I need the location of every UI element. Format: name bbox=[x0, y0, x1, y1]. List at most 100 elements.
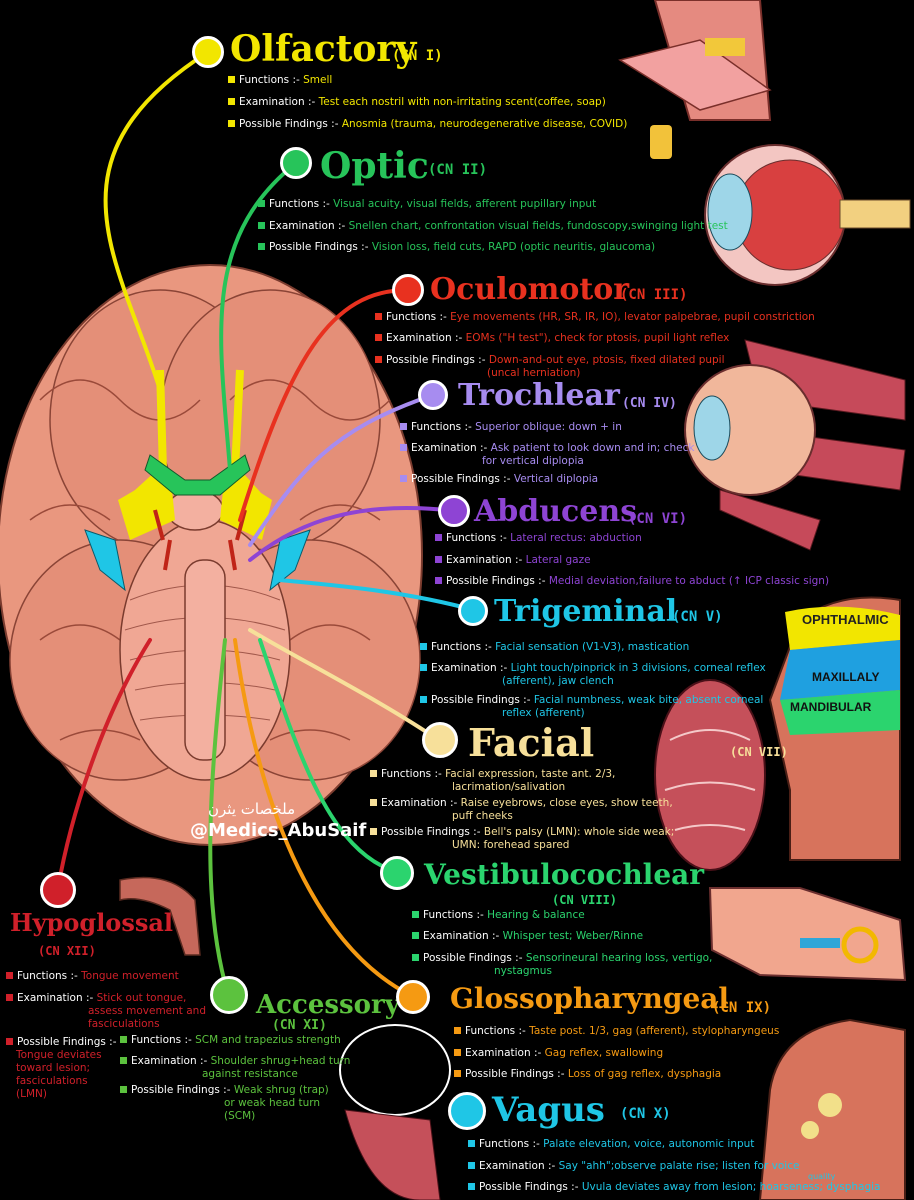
examination-label: Examination :- bbox=[411, 442, 488, 454]
functions-label: Functions :- bbox=[446, 532, 507, 544]
abducens-title: Abducens bbox=[474, 494, 638, 529]
examination-label: Examination :- bbox=[446, 554, 523, 566]
trochlear-dot-icon bbox=[418, 380, 448, 410]
optic-examination-row: Examination :- Snellen chart, confrontat… bbox=[258, 220, 728, 233]
bullet-square-icon bbox=[454, 1049, 461, 1056]
bullet-square-icon bbox=[420, 664, 427, 671]
functions-label: Functions :- bbox=[17, 970, 78, 982]
facial-title: Facial bbox=[468, 720, 595, 765]
bullet-square-icon bbox=[120, 1086, 127, 1093]
optic-findings-row: Possible Findings :- Vision loss, field … bbox=[258, 241, 655, 254]
bullet-square-icon bbox=[120, 1057, 127, 1064]
glossopharyngeal-dot-icon bbox=[396, 980, 430, 1014]
brain-base-illustration bbox=[0, 264, 423, 846]
functions-label: Functions :- bbox=[411, 421, 472, 433]
bullet-square-icon bbox=[454, 1027, 461, 1034]
bullet-square-icon bbox=[435, 556, 442, 563]
bullet-square-icon bbox=[6, 1038, 13, 1045]
bullet-square-icon bbox=[370, 799, 377, 806]
vestibulocochlear-findings-row: Possible Findings :- Sensorineural heari… bbox=[412, 952, 712, 978]
vagus-examination-row: Examination :- Say "ahh";observe palate … bbox=[468, 1160, 835, 1181]
oculomotor-functions-row: Functions :- Eye movements (HR, SR, IR, … bbox=[375, 311, 815, 324]
findings-label: Possible Findings :- bbox=[411, 473, 511, 485]
findings2-value: UMN: forehead spared bbox=[452, 839, 570, 851]
bullet-square-icon bbox=[412, 932, 419, 939]
examination-label: Examination :- bbox=[479, 1160, 556, 1172]
examination-value: EOMs ("H test"), check for ptosis, pupil… bbox=[465, 332, 730, 344]
bullet-square-icon bbox=[6, 972, 13, 979]
head-throat-illustration bbox=[758, 1018, 906, 1200]
glossopharyngeal-title: Glossopharyngeal bbox=[450, 982, 730, 1015]
bullet-square-icon bbox=[120, 1036, 127, 1043]
olfactory-cn-number: (CN I) bbox=[392, 48, 443, 64]
findings-value: Anosmia (trauma, neurodegenerative disea… bbox=[341, 118, 628, 130]
examination-label: Examination :- bbox=[17, 992, 94, 1004]
trigeminal-cn-number: (CN V) bbox=[672, 609, 723, 625]
facial-findings-row: Possible Findings :- Bell's palsy (LMN):… bbox=[370, 826, 674, 852]
skull-neck-illustration bbox=[339, 1024, 451, 1200]
hypoglossal-dot-icon bbox=[40, 872, 76, 908]
findings-line: (SCM) bbox=[224, 1110, 256, 1122]
abducens-dot-icon bbox=[438, 495, 470, 527]
functions-value: Lateral rectus: abduction bbox=[510, 532, 642, 544]
hypoglossal-title: Hypoglossal bbox=[10, 908, 174, 937]
bullet-square-icon bbox=[258, 243, 265, 250]
functions-value: Superior oblique: down + in bbox=[475, 421, 622, 433]
bullet-square-icon bbox=[400, 444, 407, 451]
optic-title: Optic bbox=[320, 145, 429, 187]
functions-label: Functions :- bbox=[269, 198, 330, 210]
functions-value: Taste post. 1/3, gag (afferent), styloph… bbox=[529, 1025, 780, 1037]
examination-value: Stick out tongue, bbox=[96, 992, 187, 1004]
findings-label: Possible Findings :- bbox=[479, 1181, 579, 1193]
oculomotor-dot-icon bbox=[392, 274, 424, 306]
abducens-examination-row: Examination :- Lateral gaze bbox=[435, 554, 591, 567]
examination-value: Snellen chart, confrontation visual fiel… bbox=[348, 220, 728, 232]
trochlear-title: Trochlear bbox=[458, 378, 620, 413]
bullet-square-icon bbox=[420, 643, 427, 650]
glossopharyngeal-examination-row: Examination :- Gag reflex, swallowing bbox=[454, 1047, 663, 1060]
watermark-arabic: ملخصات يثرن bbox=[208, 800, 296, 818]
bullet-square-icon bbox=[228, 98, 235, 105]
findings-line: or weak head turn bbox=[224, 1097, 321, 1109]
functions-label: Functions :- bbox=[465, 1025, 526, 1037]
examination-value: Test each nostril with non-irritating sc… bbox=[318, 96, 606, 108]
examination-value: Whisper test; Weber/Rinne bbox=[502, 930, 644, 942]
findings-line: Tongue deviates bbox=[16, 1049, 102, 1061]
examination2-value: (afferent), jaw clench bbox=[502, 675, 614, 687]
functions-label: Functions :- bbox=[479, 1138, 540, 1150]
facial-functions-row: Functions :- Facial expression, taste an… bbox=[370, 768, 615, 794]
findings-label: Possible Findings :- bbox=[131, 1084, 231, 1096]
trigeminal-title: Trigeminal bbox=[494, 594, 678, 629]
facial-muscles-illustration bbox=[654, 679, 766, 871]
nerve-connectors bbox=[56, 50, 476, 998]
optic-cn-number: (CN II) bbox=[428, 162, 488, 178]
examination-label: Examination :- bbox=[381, 797, 458, 809]
findings-value: Uvula deviates away from lesion; hoarsen… bbox=[581, 1181, 881, 1193]
findings-label: Possible Findings :- bbox=[465, 1068, 565, 1080]
examination-value: Lateral gaze bbox=[525, 554, 591, 566]
olfactory-dot-icon bbox=[192, 36, 224, 68]
vestibulocochlear-cn-number: (CN VIII) bbox=[552, 893, 618, 907]
glossopharyngeal-cn-number: (CN IX) bbox=[712, 1000, 772, 1016]
bullet-square-icon bbox=[370, 828, 377, 835]
eye-muscles-illustration bbox=[684, 339, 906, 551]
findings-label: Possible Findings :- bbox=[17, 1036, 117, 1048]
ear-illustration bbox=[708, 887, 907, 982]
bullet-square-icon bbox=[375, 356, 382, 363]
glossopharyngeal-functions-row: Functions :- Taste post. 1/3, gag (affer… bbox=[454, 1025, 779, 1038]
findings-label: Possible Findings :- bbox=[431, 694, 531, 706]
examination-label: Examination :- bbox=[131, 1055, 208, 1067]
bullet-square-icon bbox=[468, 1183, 475, 1190]
olfactory-title: Olfactory bbox=[230, 28, 417, 70]
examination-value: Light touch/pinprick in 3 divisions, cor… bbox=[510, 662, 766, 674]
functions-label: Functions :- bbox=[423, 909, 484, 921]
functions-value: Visual acuity, visual fields, afferent p… bbox=[333, 198, 597, 210]
findings2-value: (uncal herniation) bbox=[487, 367, 581, 379]
findings-line: fasciculations bbox=[16, 1075, 88, 1087]
bullet-square-icon bbox=[468, 1140, 475, 1147]
functions-value: Eye movements (HR, SR, IR, IO), levator … bbox=[450, 311, 815, 323]
findings-label: Possible Findings :- bbox=[446, 575, 546, 587]
bullet-square-icon bbox=[228, 120, 235, 127]
abducens-findings-row: Possible Findings :- Medial deviation,fa… bbox=[435, 575, 829, 588]
